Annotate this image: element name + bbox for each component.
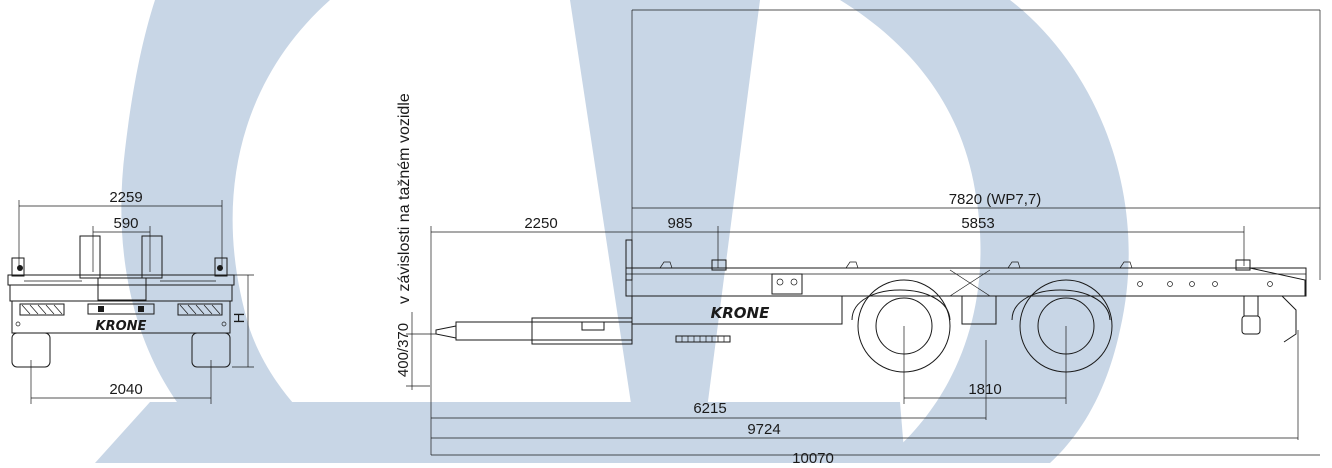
- front-dim-top-width: 590: [113, 215, 138, 232]
- dim-front-offset: 985: [667, 215, 692, 232]
- dim-drawbar-height: 400/370: [395, 323, 412, 377]
- watermark-logo: [95, 0, 1129, 463]
- front-logo: KRONE: [96, 319, 147, 334]
- side-view: v závislosti na tažném vozidle 400/370 7…: [395, 9, 1321, 467]
- dim-total-length: 10070: [792, 450, 834, 463]
- front-dim-height: H: [231, 313, 248, 324]
- dim-axle-spread: 1810: [968, 381, 1001, 398]
- vertical-note: v závislosti na tažném vozidle: [396, 93, 413, 304]
- side-logo: KRONE: [711, 304, 770, 322]
- dim-overall-top: 7820 (WP7,7): [949, 191, 1042, 208]
- dim-to-axle-center: 6215: [693, 400, 726, 417]
- dim-to-rear: 9724: [747, 421, 780, 438]
- front-dim-track-width: 2040: [109, 381, 142, 398]
- front-view: 2259 590 KRONE: [7, 189, 254, 404]
- dim-platform: 5853: [961, 215, 994, 232]
- front-dim-overall-width: 2259: [109, 189, 142, 206]
- dim-drawbar-length: 2250: [524, 215, 557, 232]
